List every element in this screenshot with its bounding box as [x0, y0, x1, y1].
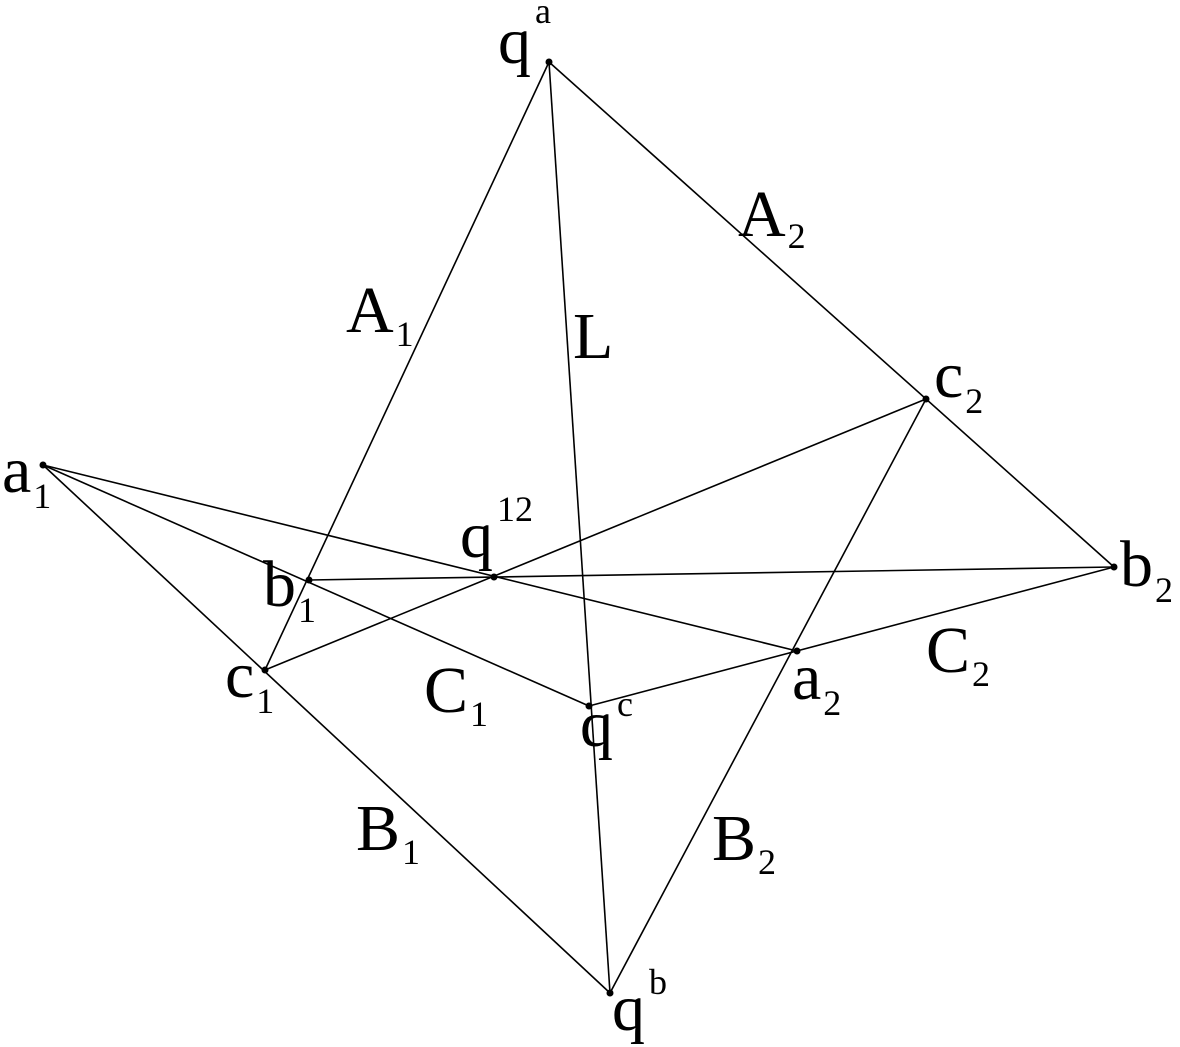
segment-a1-a2 — [42, 464, 798, 652]
label-b2: b2 — [1120, 528, 1173, 610]
label-a1: a1 — [2, 434, 51, 516]
point-b2 — [1110, 563, 1118, 571]
label-A1: A1 — [346, 274, 414, 354]
label-a2: a2 — [792, 641, 841, 723]
point-c2 — [922, 395, 930, 403]
label-c1: c1 — [225, 639, 274, 721]
segments — [42, 61, 1115, 994]
point-c1 — [261, 666, 269, 674]
point-qc — [585, 702, 593, 710]
segment-A1 — [264, 61, 550, 671]
point-a2 — [793, 647, 801, 655]
label-B1: B1 — [356, 792, 420, 872]
point-b1 — [305, 576, 313, 584]
point-a1 — [39, 461, 47, 469]
segment-A2 — [548, 61, 1115, 568]
segment-qc-b2 — [588, 566, 1115, 707]
label-C1: C1 — [424, 654, 488, 734]
segment-a1-c1-qb — [42, 464, 611, 994]
label-c2: c2 — [934, 339, 983, 421]
label-L: L — [573, 300, 613, 373]
segment-a1-qc — [42, 464, 590, 707]
segment-c1-c2 — [264, 398, 927, 671]
label-C2: C2 — [926, 614, 990, 694]
label-A2: A2 — [738, 178, 806, 256]
label-B2: B2 — [712, 802, 776, 882]
segment-L — [548, 61, 611, 994]
point-q12 — [490, 573, 498, 581]
point-qb — [606, 989, 614, 997]
points — [39, 58, 1118, 997]
segment-B2 — [609, 398, 927, 994]
line-labels: A1 A2 L C1 C2 B1 B2 — [346, 178, 990, 882]
label-b1: b1 — [263, 548, 316, 630]
segment-b1-b2 — [308, 566, 1115, 581]
point-qa — [545, 58, 553, 66]
